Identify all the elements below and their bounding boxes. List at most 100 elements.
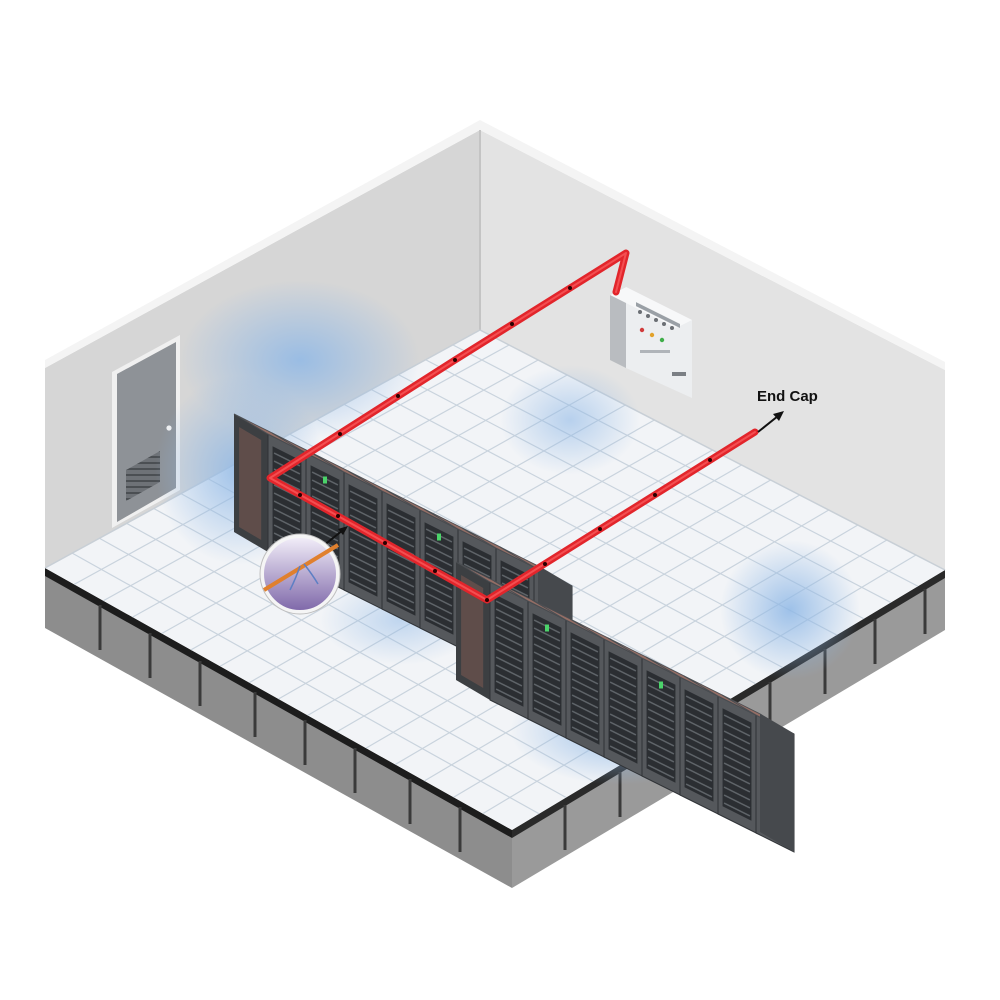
rack-vent-slat xyxy=(609,689,637,704)
rack-vent-slat xyxy=(533,699,561,714)
rack-vent-slat xyxy=(387,509,415,524)
rack-vent-slat xyxy=(685,743,713,758)
rack-vent-slat xyxy=(349,570,377,585)
rack-vent-slat xyxy=(425,616,453,631)
rack-vent-slat xyxy=(609,681,637,696)
rack-vent-slat xyxy=(647,700,675,715)
rack-vent-slat xyxy=(311,511,339,526)
rack-vent-slat xyxy=(609,673,637,688)
rack-vent-slat xyxy=(647,684,675,699)
server-rack-row-front xyxy=(455,561,795,853)
rack-vent-slat xyxy=(609,705,637,720)
rack-mesh-door xyxy=(386,503,416,616)
end-cap-label: End Cap xyxy=(757,388,818,405)
rack-vent-slat xyxy=(723,802,751,817)
rack-vent-slat xyxy=(495,632,523,647)
rack-vent-slat xyxy=(723,746,751,761)
rack-vent-slat xyxy=(349,490,377,505)
rack-vent-slat xyxy=(425,584,453,599)
rack-vent-slat xyxy=(349,506,377,521)
rack-vent-slat xyxy=(349,514,377,529)
rack-status-led xyxy=(659,681,663,689)
rack-vent-slat xyxy=(273,508,301,523)
rack-vent-slat xyxy=(647,748,675,763)
rack-mesh-door xyxy=(608,651,638,764)
rack-vent-slat xyxy=(349,530,377,545)
rack-vent-slat xyxy=(387,525,415,540)
rack-vent-slat xyxy=(609,745,637,760)
end-cap-arrowhead xyxy=(773,411,784,421)
rack-vent-slat xyxy=(609,737,637,752)
rack-vent-slat xyxy=(685,735,713,750)
rack-vent-slat xyxy=(571,646,599,661)
rack-vent-slat xyxy=(425,608,453,623)
rack-end-door xyxy=(461,575,484,688)
rack-vent-slat xyxy=(609,721,637,736)
air-draw-lines xyxy=(289,563,319,591)
rack-vent-slat xyxy=(533,683,561,698)
rack-vent-slat xyxy=(495,680,523,695)
rack-vent-slat xyxy=(425,544,453,559)
left-wall-top-edge xyxy=(45,120,480,368)
end-cap-callout: End Cap xyxy=(757,388,818,433)
rack-vent-slat xyxy=(723,778,751,793)
rack-vent-slat xyxy=(647,732,675,747)
rack-vent-slat xyxy=(571,670,599,685)
rack-vent-slat xyxy=(685,767,713,782)
rack-mesh-door xyxy=(424,522,454,635)
rack-vent-slat xyxy=(387,517,415,532)
rack-vent-slat xyxy=(723,762,751,777)
rack-vent-slat xyxy=(571,710,599,725)
rack-vent-slat xyxy=(533,635,561,650)
smoke-detector-unit xyxy=(610,287,692,398)
rack-mesh-door xyxy=(570,632,600,745)
rack-vent-slat xyxy=(349,562,377,577)
rack-vent-slat xyxy=(723,714,751,729)
rack-status-led xyxy=(323,476,327,484)
rack-vent-slat xyxy=(571,638,599,653)
rack-vent-slat xyxy=(495,672,523,687)
rack-vent-slat xyxy=(685,783,713,798)
rack-vent-slat xyxy=(685,719,713,734)
rack-vent-slat xyxy=(495,600,523,615)
rack-vent-slat xyxy=(533,691,561,706)
rack-top-opening xyxy=(618,643,670,672)
rack-vent-slat xyxy=(685,775,713,790)
detector-status-lights xyxy=(636,302,686,376)
rack-vent-slat xyxy=(425,576,453,591)
sampling-hole-magnifier xyxy=(259,526,348,615)
rack-vent-slat xyxy=(723,738,751,753)
rack-vent-slat xyxy=(723,786,751,801)
rack-top-opening xyxy=(656,662,708,691)
rack-vent-slat xyxy=(609,697,637,712)
rack-vent-slat xyxy=(495,608,523,623)
rack-vent-slat xyxy=(311,487,339,502)
rack-vent-slat xyxy=(685,759,713,774)
rack-vent-slat xyxy=(387,573,415,588)
door-vent xyxy=(126,451,160,501)
rack-vent-slat xyxy=(425,560,453,575)
rack-vent-slat xyxy=(647,708,675,723)
magnifier-pointer-arrowhead xyxy=(338,526,348,535)
right-wall xyxy=(480,130,945,570)
rack-top-opening xyxy=(542,605,594,634)
rack-vent-slat xyxy=(685,703,713,718)
rack-vent-slat xyxy=(571,726,599,741)
rack-top-opening xyxy=(396,495,448,524)
rack-vent-slat xyxy=(647,692,675,707)
rack-vent-slat xyxy=(495,656,523,671)
rack-vent-slat xyxy=(495,664,523,679)
rack-vent-slat xyxy=(387,549,415,564)
rack-mesh-door xyxy=(348,484,378,597)
rack-vent-slat xyxy=(533,651,561,666)
arrow-icon xyxy=(757,415,779,433)
rack-status-led xyxy=(545,624,549,632)
rack-vent-slat xyxy=(387,589,415,604)
rack-top-opening xyxy=(472,533,524,562)
rack-vent-slat xyxy=(533,659,561,674)
rack-vent-slat xyxy=(533,675,561,690)
rack-vent-slat xyxy=(463,555,491,570)
rack-vent-slat xyxy=(685,695,713,710)
floor-grid-line xyxy=(365,494,800,749)
